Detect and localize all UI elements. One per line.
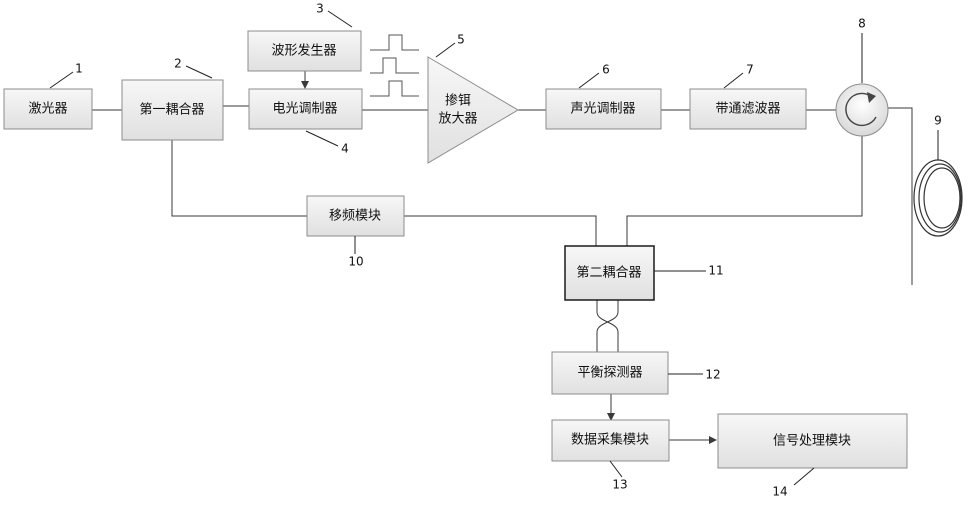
ref-number-12: 12 <box>705 368 720 382</box>
laser-label: 激光器 <box>28 102 67 117</box>
fiber-coil-ring-1 <box>914 160 962 236</box>
ao-modulator-label: 声光调制器 <box>570 102 635 117</box>
data-acquisition-label: 数据采集模块 <box>571 432 649 448</box>
edfa-triangle <box>428 57 518 163</box>
ref-number-11: 11 <box>708 264 723 278</box>
ref-number-7: 7 <box>746 63 754 77</box>
ref-number-10: 10 <box>348 255 363 269</box>
coupler1-block: 第一耦合器 <box>122 80 223 140</box>
ref-number-5: 5 <box>457 33 465 47</box>
fiber-coil-ring-3 <box>924 168 960 228</box>
leader-6 <box>579 73 599 88</box>
frequency-shift-block: 移频模块 <box>307 196 404 236</box>
wire-coupler1-shift <box>172 140 307 216</box>
coupler2-block: 第二耦合器 <box>565 246 654 300</box>
ref-number-6: 6 <box>602 63 610 77</box>
pulse-waveforms <box>370 35 419 96</box>
balanced-detector-label: 平衡探测器 <box>577 366 642 381</box>
coupler2-label: 第二耦合器 <box>576 266 641 281</box>
wire-circulator-coupler2 <box>627 136 862 246</box>
edfa-label-line2: 放大器 <box>438 112 477 127</box>
signal-processing-block: 信号处理模块 <box>718 414 907 468</box>
ref-number-2: 2 <box>174 57 182 71</box>
ref-number-3: 3 <box>316 2 324 16</box>
fiber-coil-ring-2 <box>919 164 961 232</box>
leader-1 <box>50 72 73 88</box>
leader-14 <box>794 468 814 485</box>
ref-number-14: 14 <box>772 485 787 499</box>
data-acquisition-block: 数据采集模块 <box>552 420 669 461</box>
ref-number-1: 1 <box>75 62 83 76</box>
bandpass-filter-label: 带通滤波器 <box>715 102 780 117</box>
ref-number-4: 4 <box>341 142 349 156</box>
wire-circulator-fiber <box>888 108 912 285</box>
leader-13 <box>610 461 622 477</box>
ao-modulator-block: 声光调制器 <box>546 89 661 129</box>
pulse-waveform-3 <box>370 81 419 96</box>
circulator-body <box>836 84 888 136</box>
wire-shift-coupler2 <box>404 216 596 246</box>
waveform-generator-label: 波形发生器 <box>271 43 336 59</box>
eo-modulator-label: 电光调制器 <box>272 102 337 117</box>
ref-number-13: 13 <box>612 478 627 492</box>
pulse-waveform-2 <box>370 58 419 73</box>
eo-modulator-block: 电光调制器 <box>249 89 362 129</box>
frequency-shift-label: 移频模块 <box>329 209 381 224</box>
leader-4 <box>306 131 338 146</box>
balanced-detector-block: 平衡探测器 <box>552 352 668 394</box>
edfa-label-line1: 掺铒 <box>445 93 471 109</box>
leader-2 <box>186 66 212 78</box>
edfa-block: 掺铒 放大器 <box>428 57 518 163</box>
laser-block: 激光器 <box>4 89 92 129</box>
ref-number-8: 8 <box>858 17 866 31</box>
leader-7 <box>724 73 743 88</box>
signal-processing-label: 信号处理模块 <box>773 434 851 449</box>
ref-number-9: 9 <box>934 114 942 128</box>
bandpass-filter-block: 带通滤波器 <box>690 89 806 129</box>
coupler1-label: 第一耦合器 <box>139 103 204 118</box>
leader-3 <box>328 11 352 27</box>
pulse-waveform-1 <box>370 35 419 50</box>
waveform-generator-block: 波形发生器 <box>248 31 361 71</box>
circulator <box>836 84 888 136</box>
leader-5 <box>436 43 455 57</box>
fiber-coil <box>914 160 962 236</box>
